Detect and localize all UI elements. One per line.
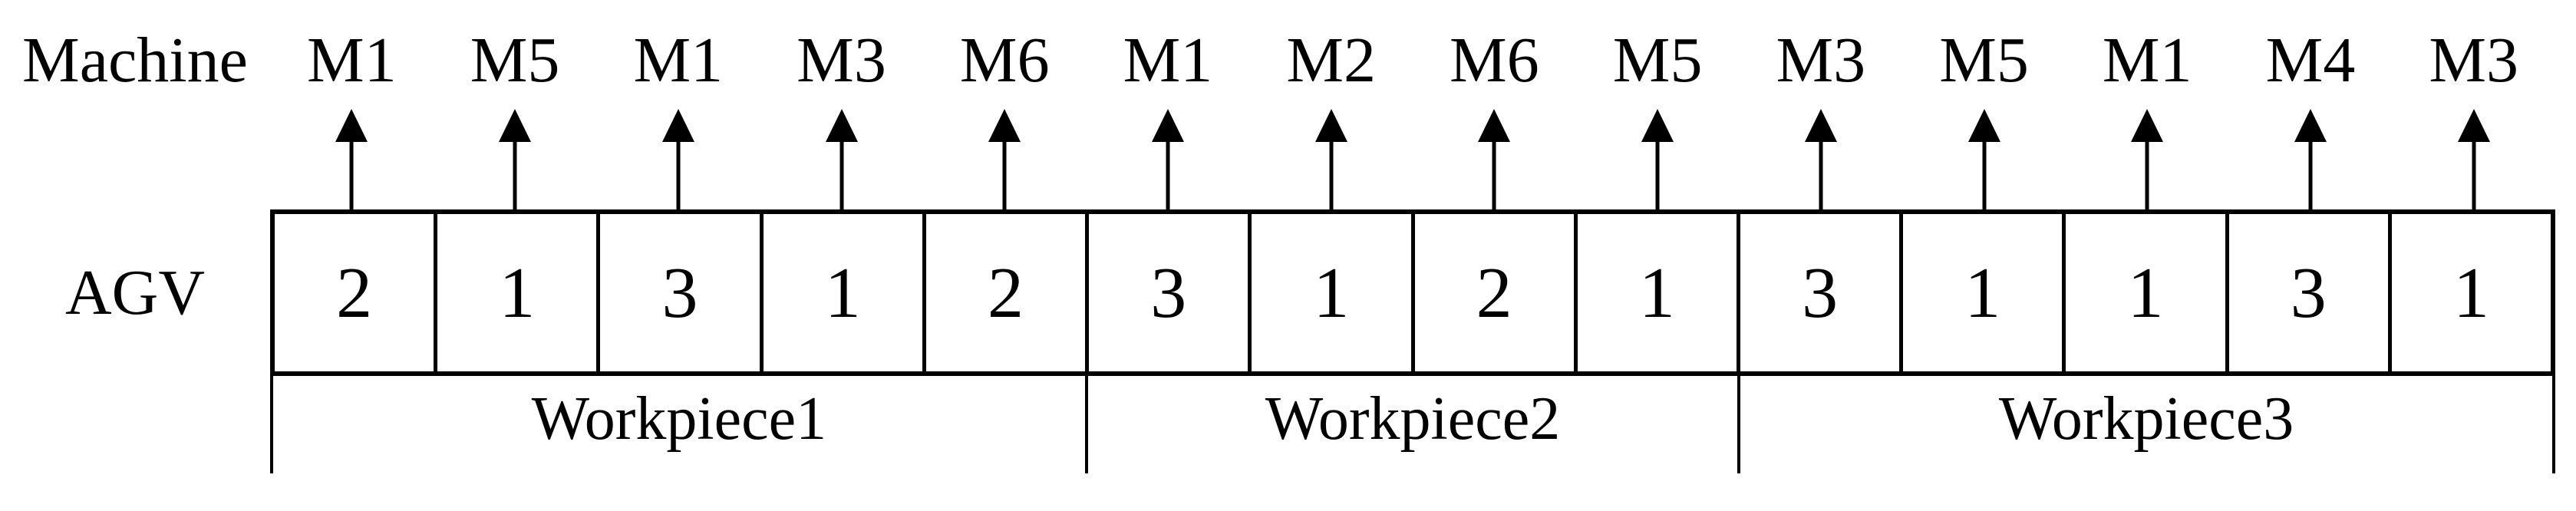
agv-cell: 3: [600, 214, 764, 371]
up-arrow-icon: [1314, 107, 1348, 209]
agv-cell: 3: [1089, 214, 1252, 371]
machine-label: M5: [470, 25, 560, 96]
up-arrow-icon: [1804, 107, 1838, 209]
workpiece-group: Workpiece2: [1084, 376, 1737, 473]
up-arrow-icon: [1967, 107, 2001, 209]
machine-label: M2: [1286, 25, 1377, 96]
agv-cell: 1: [437, 214, 601, 371]
machine-labels-row: M1 M5 M1 M3 M6 M1 M2 M6 M5 M3 M5 M1 M4 M…: [270, 11, 2555, 110]
agv-cell: 2: [1415, 214, 1578, 371]
up-arrow-icon: [2294, 107, 2327, 209]
machine-label: M6: [959, 25, 1050, 96]
machine-label: M5: [1612, 25, 1703, 96]
up-arrow-icon: [498, 107, 532, 209]
agv-cell: 1: [1252, 214, 1415, 371]
machine-label: M1: [307, 25, 397, 96]
machine-label: M1: [2102, 25, 2192, 96]
up-arrow-icon: [1151, 107, 1185, 209]
agv-cell: 3: [2229, 214, 2392, 371]
up-arrow-icon: [1477, 107, 1511, 209]
up-arrow-icon: [661, 107, 695, 209]
agv-cell: 1: [1578, 214, 1740, 371]
machine-label: M1: [1123, 25, 1213, 96]
up-arrow-icon: [335, 107, 368, 209]
machine-label: M3: [1776, 25, 1866, 96]
up-arrow-icon: [988, 107, 1021, 209]
up-arrow-icon: [825, 107, 859, 209]
agv-row-label: AGV: [65, 256, 205, 328]
arrows-row: [270, 107, 2555, 209]
agv-cell: 3: [1740, 214, 1904, 371]
agv-cell-row: 2 1 3 1 2 3 1 2 1 3 1 1 3 1: [270, 209, 2555, 376]
workpiece-bracket-row: Workpiece1 Workpiece2 Workpiece3: [270, 376, 2555, 473]
up-arrow-icon: [1641, 107, 1674, 209]
agv-cell: 2: [926, 214, 1090, 371]
machine-label: M4: [2265, 25, 2356, 96]
machine-row-label: Machine: [22, 25, 248, 96]
agv-cell: 1: [2452, 252, 2489, 333]
up-arrow-icon: [2457, 107, 2491, 209]
agv-cell: 2: [275, 214, 438, 371]
machine-label: M1: [633, 25, 724, 96]
workpiece-label: Workpiece1: [531, 385, 827, 453]
machine-label: M3: [797, 25, 886, 96]
machine-label: M6: [1450, 25, 1539, 96]
machine-label: M5: [1939, 25, 2029, 96]
workpiece-label: Workpiece2: [1265, 385, 1561, 453]
machine-label: M3: [2429, 25, 2519, 96]
agv-cell: 1: [764, 214, 926, 371]
agv-cell: 1: [1903, 214, 2066, 371]
workpiece-group: Workpiece3: [1737, 376, 2555, 473]
workpiece-label: Workpiece3: [1998, 385, 2294, 453]
workpiece-group: Workpiece1: [270, 376, 1085, 473]
up-arrow-icon: [2130, 107, 2164, 209]
agv-cell: 1: [2066, 214, 2229, 371]
